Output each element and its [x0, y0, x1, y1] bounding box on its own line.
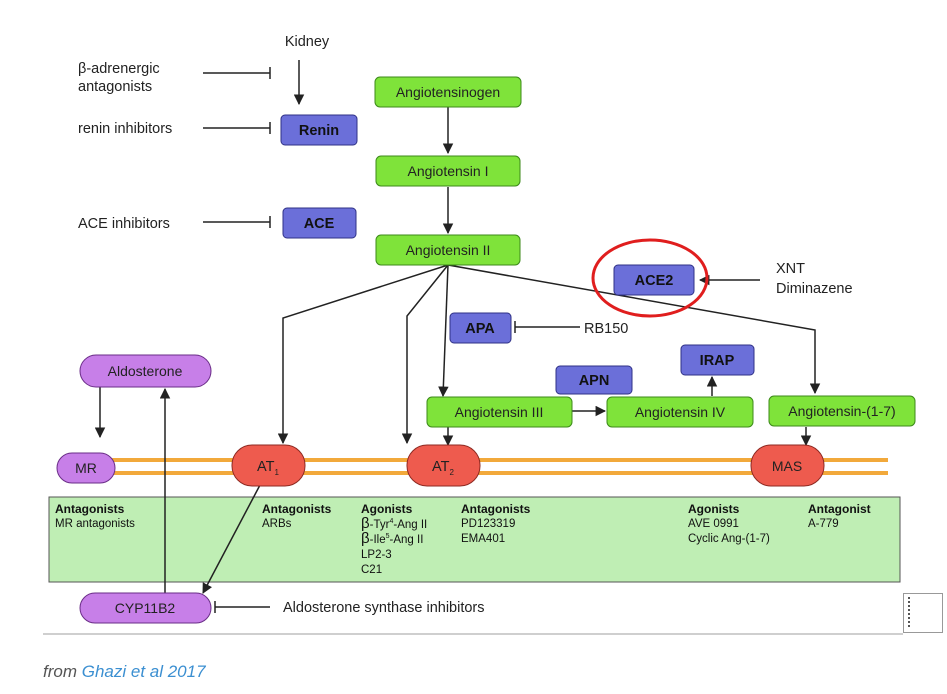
ace2-highlight-circle	[591, 238, 709, 318]
at2-agonist-lp2-3: LP2-3	[361, 549, 392, 561]
angiotensin-i-label: Angiotensin I	[408, 163, 489, 179]
at2-antagonist-pd123319: PD123319	[461, 518, 515, 530]
angiotensin-ii-to-at1-arrow	[277, 264, 449, 445]
at2-agonist-c21: C21	[361, 564, 382, 576]
drug-panel-mas-antagonist: Antagonist A-779	[808, 502, 871, 530]
mas-antagonist-heading: Antagonist	[808, 502, 871, 516]
at1-label: AT	[257, 459, 275, 475]
mr-antagonists-heading: Antagonists	[55, 502, 125, 516]
enzyme-renin: Renin	[280, 114, 358, 146]
enzyme-ace2: ACE2	[613, 264, 695, 296]
enzyme-apa: APA	[449, 312, 512, 344]
ace-label: ACE	[304, 216, 335, 232]
xnt-label: XNT	[776, 261, 805, 277]
at1-to-cyp11b2-arrow	[202, 484, 261, 594]
mr-antagonists-item: MR antagonists	[55, 518, 135, 530]
substrate-angiotensin-ii: Angiotensin II	[375, 234, 521, 266]
svg-text:AT1: AT1	[257, 459, 279, 477]
at2-label: AT	[432, 459, 450, 475]
angiotensin-iv-label: Angiotensin IV	[635, 404, 726, 420]
receptor-at2: AT2	[406, 444, 481, 487]
drug-panel-at1: Antagonists ARBs	[262, 502, 332, 530]
rb150-label: RB150	[584, 321, 628, 337]
angiotensin-ii-to-at2-arrow	[401, 264, 449, 445]
svg-text:β-Tyr4-Ang II: β-Tyr4-Ang II	[361, 515, 427, 532]
substrate-angiotensin-1-7: Angiotensin-(1-7)	[768, 395, 916, 427]
substrate-angiotensin-iii: Angiotensin III	[426, 396, 573, 428]
enzyme-irap: IRAP	[680, 344, 755, 376]
aldosterone-label: Aldosterone	[108, 363, 183, 379]
angiotensin-ii-to-angiotensin-1-7-arrow	[447, 264, 821, 395]
beta-blockers-label-line1: β-adrenergic	[78, 61, 160, 77]
apn-label: APN	[579, 373, 610, 389]
pathway-arrows	[94, 60, 821, 594]
mas-agonist-cyclic: Cyclic Ang-(1-7)	[688, 533, 770, 545]
drug-panel-mr: Antagonists MR antagonists	[55, 502, 135, 530]
renin-label: Renin	[299, 123, 339, 139]
angiotensinogen-label: Angiotensinogen	[396, 84, 500, 100]
inhibition-lines	[203, 67, 580, 613]
at2-antagonists-heading: Antagonists	[461, 502, 531, 516]
drug-panel-mas-agonists: Agonists AVE 0991 Cyclic Ang-(1-7)	[688, 502, 770, 545]
aldosterone-synthase-inhibitors-label: Aldosterone synthase inhibitors	[283, 600, 485, 616]
ace2-label: ACE2	[635, 273, 674, 289]
caption-source-link[interactable]: Ghazi et al 2017	[81, 662, 206, 681]
scroll-grip-icon	[908, 597, 912, 627]
substrate-angiotensin-iv: Angiotensin IV	[606, 396, 754, 428]
node-cyp11b2: CYP11B2	[79, 592, 212, 624]
scroll-widget[interactable]	[903, 593, 943, 633]
angiotensin-ii-to-angiotensin-iii-arrow	[438, 264, 449, 398]
substrate-angiotensinogen: Angiotensinogen	[374, 76, 522, 108]
angiotensin-ii-label: Angiotensin II	[406, 242, 491, 258]
angiotensin-1-7-label: Angiotensin-(1-7)	[788, 403, 895, 419]
apa-label: APA	[465, 321, 495, 337]
ace-inhibitors-label: ACE inhibitors	[78, 216, 170, 232]
renin-inhibitors-label: renin inhibitors	[78, 121, 172, 137]
node-aldosterone: Aldosterone	[79, 354, 212, 388]
irap-label: IRAP	[700, 353, 735, 369]
at2-agonists-heading: Agonists	[361, 502, 413, 516]
mas-agonists-heading: Agonists	[688, 502, 740, 516]
beta-blockers-label-line2: antagonists	[78, 79, 152, 95]
figure-caption: from Ghazi et al 2017	[43, 662, 206, 682]
receptor-at1: AT1	[231, 444, 306, 487]
receptor-mr: MR	[56, 452, 116, 484]
mr-label: MR	[75, 460, 97, 476]
at1-antagonists-heading: Antagonists	[262, 502, 332, 516]
mas-label: MAS	[772, 458, 802, 474]
receptor-mas: MAS	[750, 444, 825, 487]
at1-antagonists-item: ARBs	[262, 518, 292, 530]
mas-agonist-ave0991: AVE 0991	[688, 518, 739, 530]
mas-antagonist-a779: A-779	[808, 518, 839, 530]
diminazene-label: Diminazene	[776, 281, 853, 297]
drug-panel-at2-antagonists: Antagonists PD123319 EMA401	[461, 502, 531, 545]
at2-antagonist-ema401: EMA401	[461, 533, 505, 545]
cyp11b2-label: CYP11B2	[115, 600, 176, 616]
drug-panel-at2-agonists: Agonists β-Tyr4-Ang II β-Ile5-Ang II LP2…	[361, 502, 427, 576]
svg-text:AT2: AT2	[432, 459, 454, 477]
kidney-label: Kidney	[285, 34, 330, 50]
enzyme-ace: ACE	[282, 207, 357, 239]
enzyme-apn: APN	[555, 365, 633, 395]
substrate-angiotensin-i: Angiotensin I	[375, 155, 521, 187]
svg-text:β-Ile5-Ang II: β-Ile5-Ang II	[361, 530, 423, 547]
at1-subscript: 1	[275, 468, 280, 477]
ras-pathway-diagram: Angiotensinogen Angiotensin I Angiotensi…	[43, 34, 916, 635]
caption-prefix: from	[43, 662, 82, 681]
at2-subscript: 2	[450, 468, 455, 477]
angiotensin-iii-label: Angiotensin III	[455, 404, 544, 420]
drug-panel	[48, 496, 901, 583]
